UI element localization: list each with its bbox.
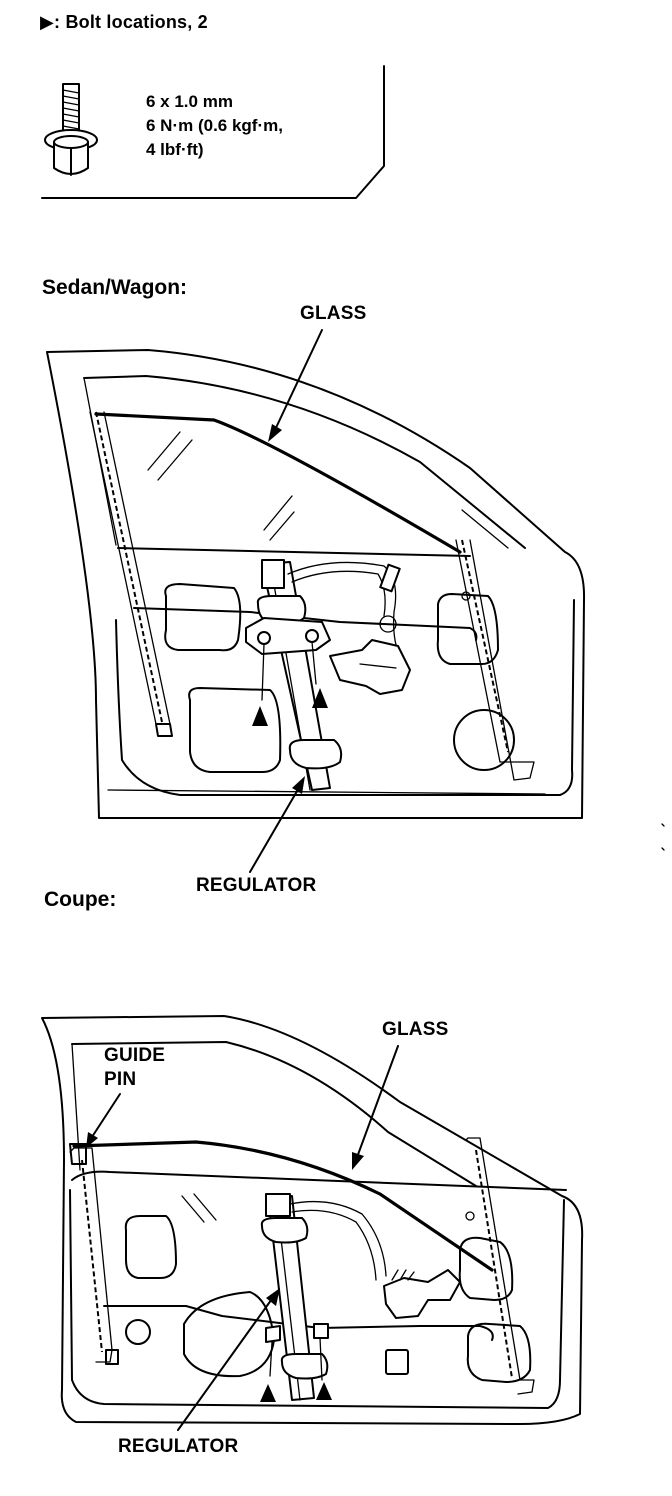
coupe-bolt-marker-2 — [316, 1382, 332, 1400]
bolt-torque: 6 N·m (0.6 kgf·m, — [146, 116, 283, 135]
flange-bolt-icon — [44, 83, 98, 176]
legend: ▶: Bolt locations, 2 — [40, 13, 208, 31]
margin-ticks — [661, 823, 665, 851]
guide-pin-label-line2: PIN — [104, 1069, 137, 1090]
coupe-section-title: Coupe: — [44, 888, 117, 911]
sedan-door-diagram — [46, 329, 586, 873]
spec-box-border — [41, 65, 385, 199]
bolt-size: 6 x 1.0 mm — [146, 92, 233, 111]
sedan-bolt-marker-1 — [252, 706, 268, 726]
sedan-section-title: Sedan/Wagon: — [42, 276, 188, 299]
bolt-marker-icon: ▶ — [40, 12, 55, 32]
coupe-glass-label: GLASS — [382, 1019, 449, 1040]
sedan-glass-label: GLASS — [300, 303, 367, 324]
coupe-door-diagram — [41, 1015, 584, 1431]
guide-pin-label-line1: GUIDE — [104, 1045, 166, 1066]
bolt-torque-imperial: 4 lbf·ft) — [146, 140, 204, 159]
legend-text: : Bolt locations, 2 — [54, 12, 208, 32]
coupe-regulator-label: REGULATOR — [118, 1436, 239, 1457]
bolt-spec: 6 x 1.0 mm 6 N·m (0.6 kgf·m, 4 lbf·ft) — [146, 90, 283, 162]
sedan-bolt-marker-2 — [312, 688, 328, 708]
sedan-regulator-label: REGULATOR — [196, 875, 317, 896]
coupe-guide-pin-label: GUIDE PIN — [104, 1044, 165, 1092]
coupe-bolt-marker-1 — [260, 1384, 276, 1402]
